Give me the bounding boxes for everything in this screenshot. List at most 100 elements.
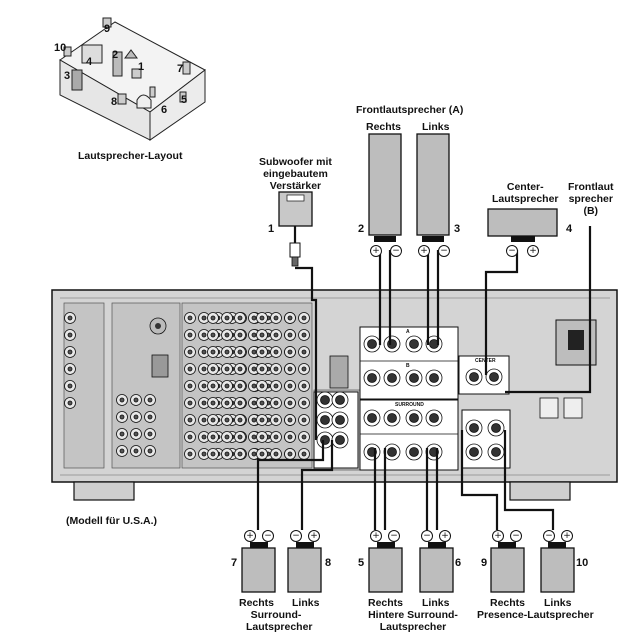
terminal-post-core (335, 415, 345, 425)
rca-jack-center (237, 349, 243, 355)
terminal-post-core (387, 373, 397, 383)
rca-jack-center (147, 397, 153, 403)
presence-right-plus: + (492, 530, 504, 542)
front-right-minus: − (390, 245, 402, 257)
terminal-post-core (409, 447, 419, 457)
surround-group-line-2: Lautsprecher (246, 621, 313, 633)
rca-jack-center (147, 448, 153, 454)
layout-caption: Lautsprecher-Layout (78, 150, 183, 162)
rca-jack-center (301, 332, 307, 338)
rca-jack-center (67, 383, 73, 389)
presence-group-label: Presence-Lautsprecher (477, 609, 594, 621)
terminal-post-core (469, 423, 479, 433)
front-b-label-line-3: (B) (583, 205, 599, 217)
rca-jack-center (224, 366, 230, 372)
front-left-minus: − (438, 245, 450, 257)
rca-jack-center (201, 383, 207, 389)
rca-jack-center (251, 349, 257, 355)
speaker-number-8: 8 (325, 557, 332, 569)
rca-jack-center (259, 332, 265, 338)
terminal-label-a: A (406, 329, 410, 335)
presence-left-speaker-box (540, 547, 575, 593)
rca-jack-center (201, 417, 207, 423)
rca-jack-center (187, 417, 193, 423)
rca-jack-center (259, 349, 265, 355)
subwoofer-plug (289, 242, 301, 267)
rca-jack-center (259, 417, 265, 423)
layout-number-5: 5 (181, 94, 188, 106)
surround-back-group-label: Hintere Surround- Lautsprecher (368, 609, 458, 633)
back-right-minus: − (388, 530, 400, 542)
rca-jack-center (287, 349, 293, 355)
layout-number-2: 2 (112, 49, 119, 61)
rca-jack-center (119, 397, 125, 403)
rca-jack-center (67, 315, 73, 321)
layout-number-7: 7 (177, 63, 184, 75)
rca-jack-center (187, 332, 193, 338)
rca-jack-center (237, 417, 243, 423)
terminal-label-center: CENTER (475, 358, 496, 364)
speaker-number-5: 5 (358, 557, 365, 569)
speaker-number-10: 10 (576, 557, 589, 569)
surround-group-line-1: Surround- (250, 609, 302, 621)
rca-jack-center (210, 315, 216, 321)
rca-jack-center (251, 383, 257, 389)
rca-jack-center (119, 431, 125, 437)
terminal-post-core (367, 339, 377, 349)
rca-jack-center (210, 451, 216, 457)
rca-jack-center (187, 383, 193, 389)
back-left-minus: − (421, 530, 433, 542)
back-right-plus: + (370, 530, 382, 542)
rca-jack-center (210, 349, 216, 355)
rca-jack-center (237, 315, 243, 321)
rca-jack-center (147, 414, 153, 420)
speaker-number-3: 3 (454, 223, 461, 235)
terminal-post-core (469, 372, 479, 382)
rca-jack-center (147, 431, 153, 437)
rca-jack-center (273, 451, 279, 457)
center-plus: + (527, 245, 539, 257)
surround-back-left-speaker-box (419, 547, 454, 593)
rca-jack-center (201, 366, 207, 372)
subwoofer-label-line-1: Subwoofer mit (259, 156, 332, 168)
layout-number-4: 4 (86, 56, 93, 68)
rca-jack-center (201, 451, 207, 457)
rca-jack-center (187, 315, 193, 321)
rca-jack-center (287, 383, 293, 389)
rca-jack-center (273, 383, 279, 389)
rca-jack-center (210, 417, 216, 423)
speaker-terminal-posts (316, 335, 505, 461)
rca-jack-center (201, 332, 207, 338)
terminal-post-core (367, 373, 377, 383)
rca-jack-center (187, 434, 193, 440)
surround-right-speaker-box (241, 547, 276, 593)
layout-number-6: 6 (161, 104, 168, 116)
rca-jack-center (301, 451, 307, 457)
speaker-terminal-connectors (250, 236, 566, 548)
rca-jack-center (251, 400, 257, 406)
rca-jack-center (201, 400, 207, 406)
rca-jack-center (301, 315, 307, 321)
terminal-post-core (409, 373, 419, 383)
rca-jack-center (259, 434, 265, 440)
subwoofer-label-line-2: eingebautem (263, 168, 328, 180)
center-speaker-box (487, 208, 558, 237)
terminal-post-core (387, 339, 397, 349)
surround-left-label: Links (292, 597, 320, 609)
rca-jack-center (210, 332, 216, 338)
rca-jack-center (251, 332, 257, 338)
terminal-post-core (429, 373, 439, 383)
surround-left-plus: + (308, 530, 320, 542)
terminal-post-core (491, 447, 501, 457)
rca-jack-center (224, 332, 230, 338)
rca-jack-center (251, 417, 257, 423)
layout-number-9: 9 (104, 23, 111, 35)
layout-number-3: 3 (64, 70, 71, 82)
speaker-number-7: 7 (231, 557, 238, 569)
presence-left-plus: + (561, 530, 573, 542)
rca-jack-center (237, 451, 243, 457)
presence-right-minus: − (510, 530, 522, 542)
front-right-speaker-box (368, 133, 402, 236)
model-note: (Modell für U.S.A.) (66, 515, 157, 527)
